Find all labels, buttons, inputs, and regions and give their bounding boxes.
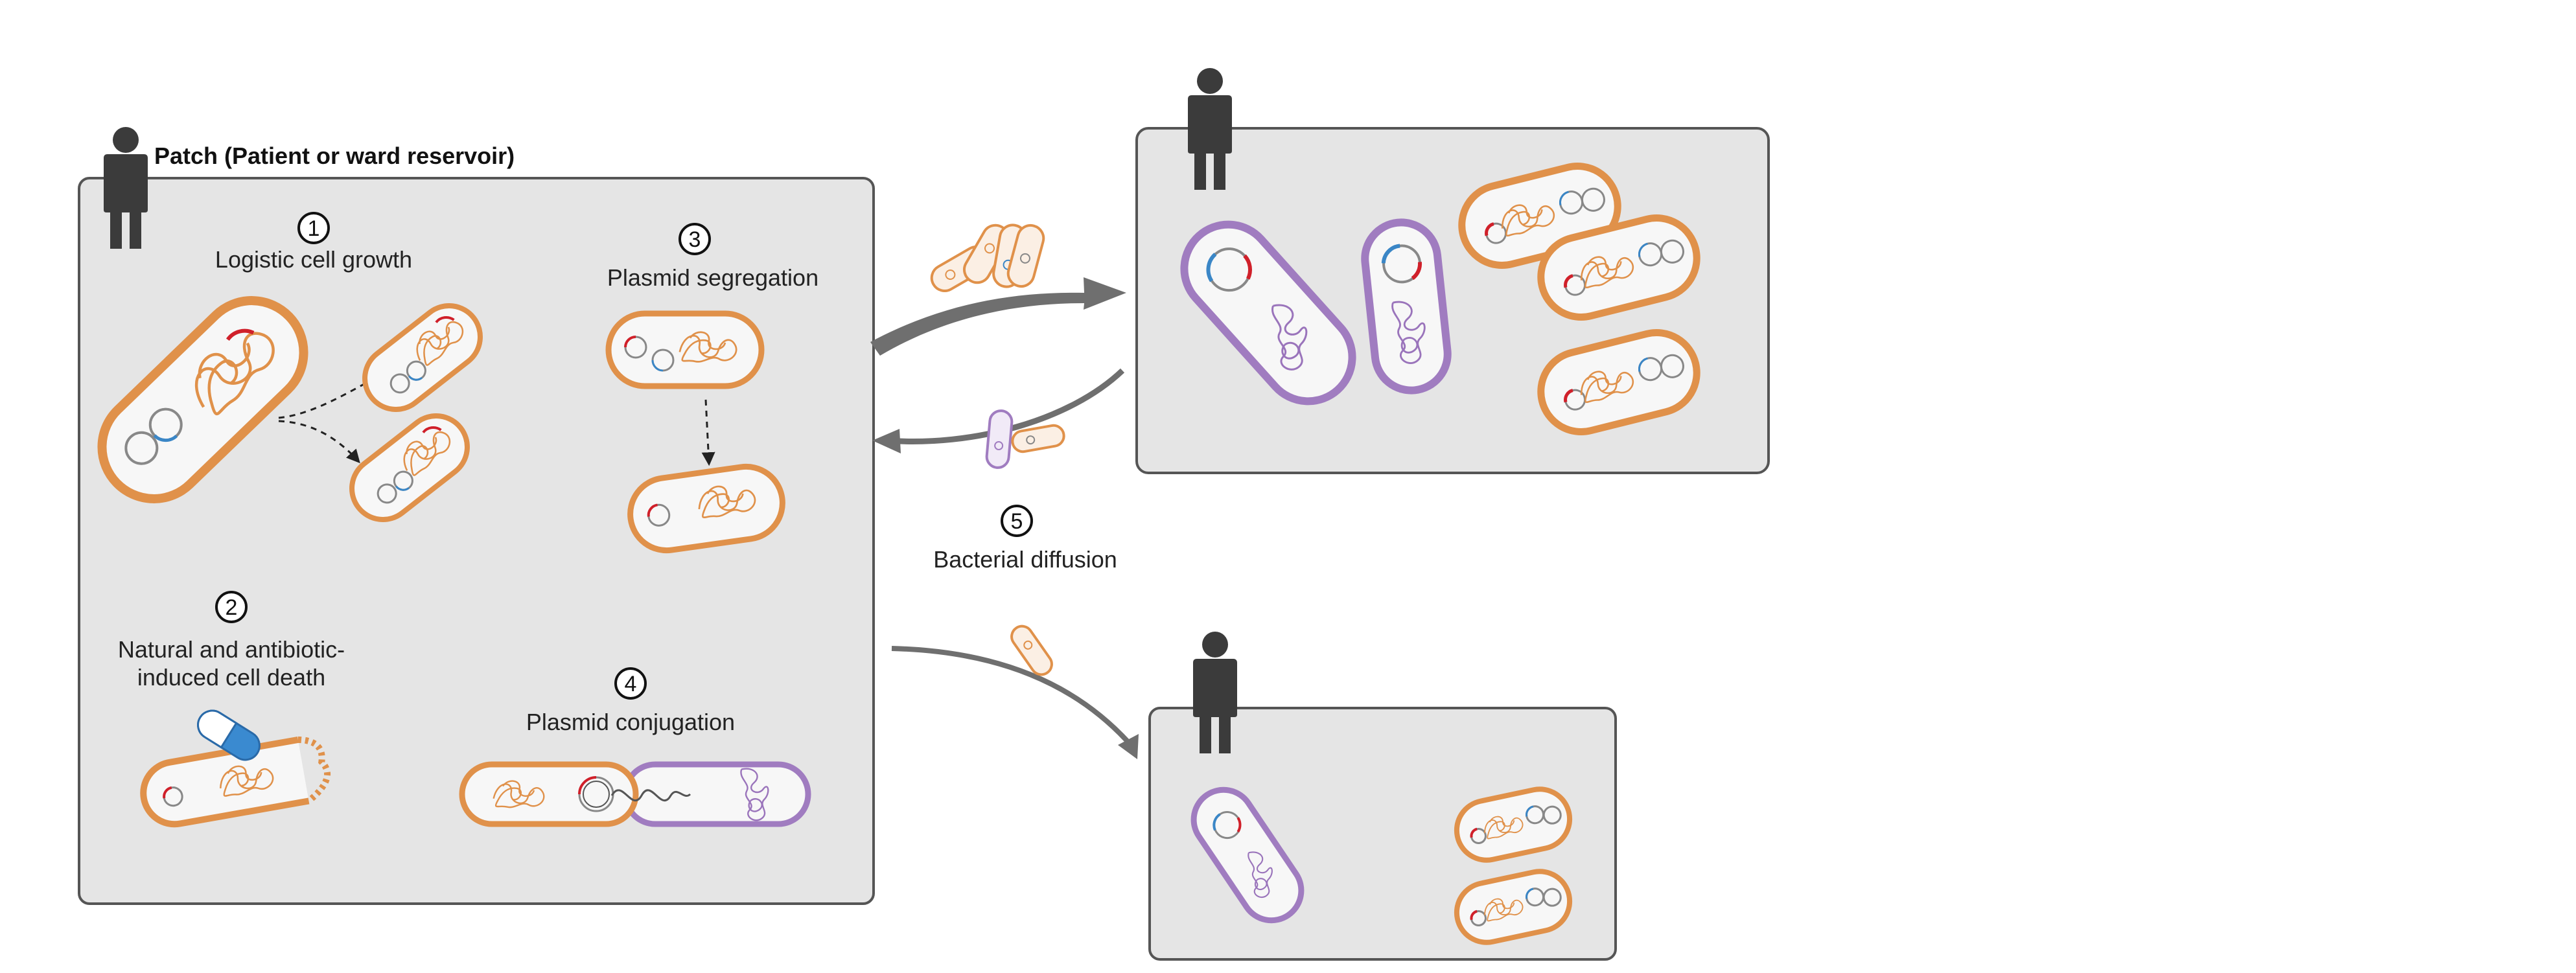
process-5-number-badge <box>1001 505 1033 537</box>
process-4-number: 4 <box>625 672 637 696</box>
plasmid-icon <box>1660 239 1684 264</box>
migrating-cell-icon <box>1010 624 1053 676</box>
antibiotic-pill-icon <box>197 709 261 761</box>
bacterium-icon <box>362 303 483 413</box>
plasmid-icon <box>1470 910 1487 927</box>
process-1-number: 1 <box>308 216 320 241</box>
bacterium-icon <box>1190 786 1305 924</box>
process-4-label: Plasmid conjugation <box>526 709 735 735</box>
patch-title: Patch (Patient or ward reservoir) <box>154 143 515 169</box>
process-3-number: 3 <box>689 227 701 252</box>
bacterium-icon <box>1537 214 1700 321</box>
conjugation-icon <box>459 761 811 827</box>
diffusion-arrow-in-head <box>872 429 901 453</box>
bacterium-icon <box>1537 328 1700 436</box>
plasmid-icon <box>406 360 426 381</box>
process-1-label: Logistic cell growth <box>215 246 412 273</box>
process-2-number: 2 <box>226 595 238 620</box>
process-3-label: Plasmid segregation <box>607 264 818 291</box>
plasmid-icon <box>1206 247 1252 292</box>
donor-bacterium-icon <box>459 761 639 827</box>
diffusion-arrow-in <box>886 368 1125 445</box>
plasmid-icon <box>124 431 159 465</box>
plasmid-icon <box>1470 827 1487 845</box>
diffusion-arrow-out <box>870 277 1126 356</box>
plasmid-icon <box>377 483 397 504</box>
plasmid-icon <box>148 407 183 442</box>
plasmid-icon <box>1542 805 1562 825</box>
process-3-number-badge <box>679 223 711 255</box>
process-5-label: Bacterial diffusion <box>933 546 1117 573</box>
migrating-cells-icon <box>985 409 1065 469</box>
bacterium-icon <box>1454 869 1573 945</box>
plasmid-icon <box>1485 222 1507 244</box>
plasmid-icon <box>1581 187 1605 212</box>
bacterium-icon <box>97 296 308 503</box>
bacterium-icon <box>627 463 785 554</box>
plasmid-icon <box>1564 274 1586 296</box>
plasmid-icon <box>389 373 410 394</box>
recipient-bacterium-icon <box>622 761 811 827</box>
bacterium-icon <box>1361 218 1452 395</box>
growth-arrow-bottom <box>278 420 360 464</box>
bacterium-icon <box>1180 220 1356 406</box>
plasmid-icon <box>1381 244 1422 284</box>
process-2-label-line1: Natural and antibiotic- <box>118 636 345 663</box>
process-4-number-badge <box>614 667 647 700</box>
migrating-cells-icon <box>930 223 1045 292</box>
bacterium-icon <box>349 413 470 523</box>
plasmid-icon <box>624 336 647 359</box>
bacterium-icon <box>1454 786 1573 863</box>
bacterium-icon <box>605 310 765 389</box>
diffusion-arrow-down <box>891 646 1133 747</box>
plasmid-icon <box>1542 887 1562 907</box>
diffusion-arrow-down-head <box>1118 734 1139 759</box>
plasmid-icon <box>393 470 413 491</box>
plasmid-icon <box>651 349 675 372</box>
plasmid-icon <box>1564 389 1586 411</box>
plasmid-icon <box>1213 811 1242 840</box>
process-1-number-badge <box>297 212 330 244</box>
dying-bacterium-icon <box>140 736 331 828</box>
process-2-label-line2: induced cell death <box>137 664 325 691</box>
plasmid-icon <box>163 786 183 807</box>
process-2-number-badge <box>215 591 248 623</box>
plasmid-icon <box>1660 354 1684 378</box>
process-5-number: 5 <box>1011 509 1023 534</box>
plasmid-icon <box>647 503 671 527</box>
